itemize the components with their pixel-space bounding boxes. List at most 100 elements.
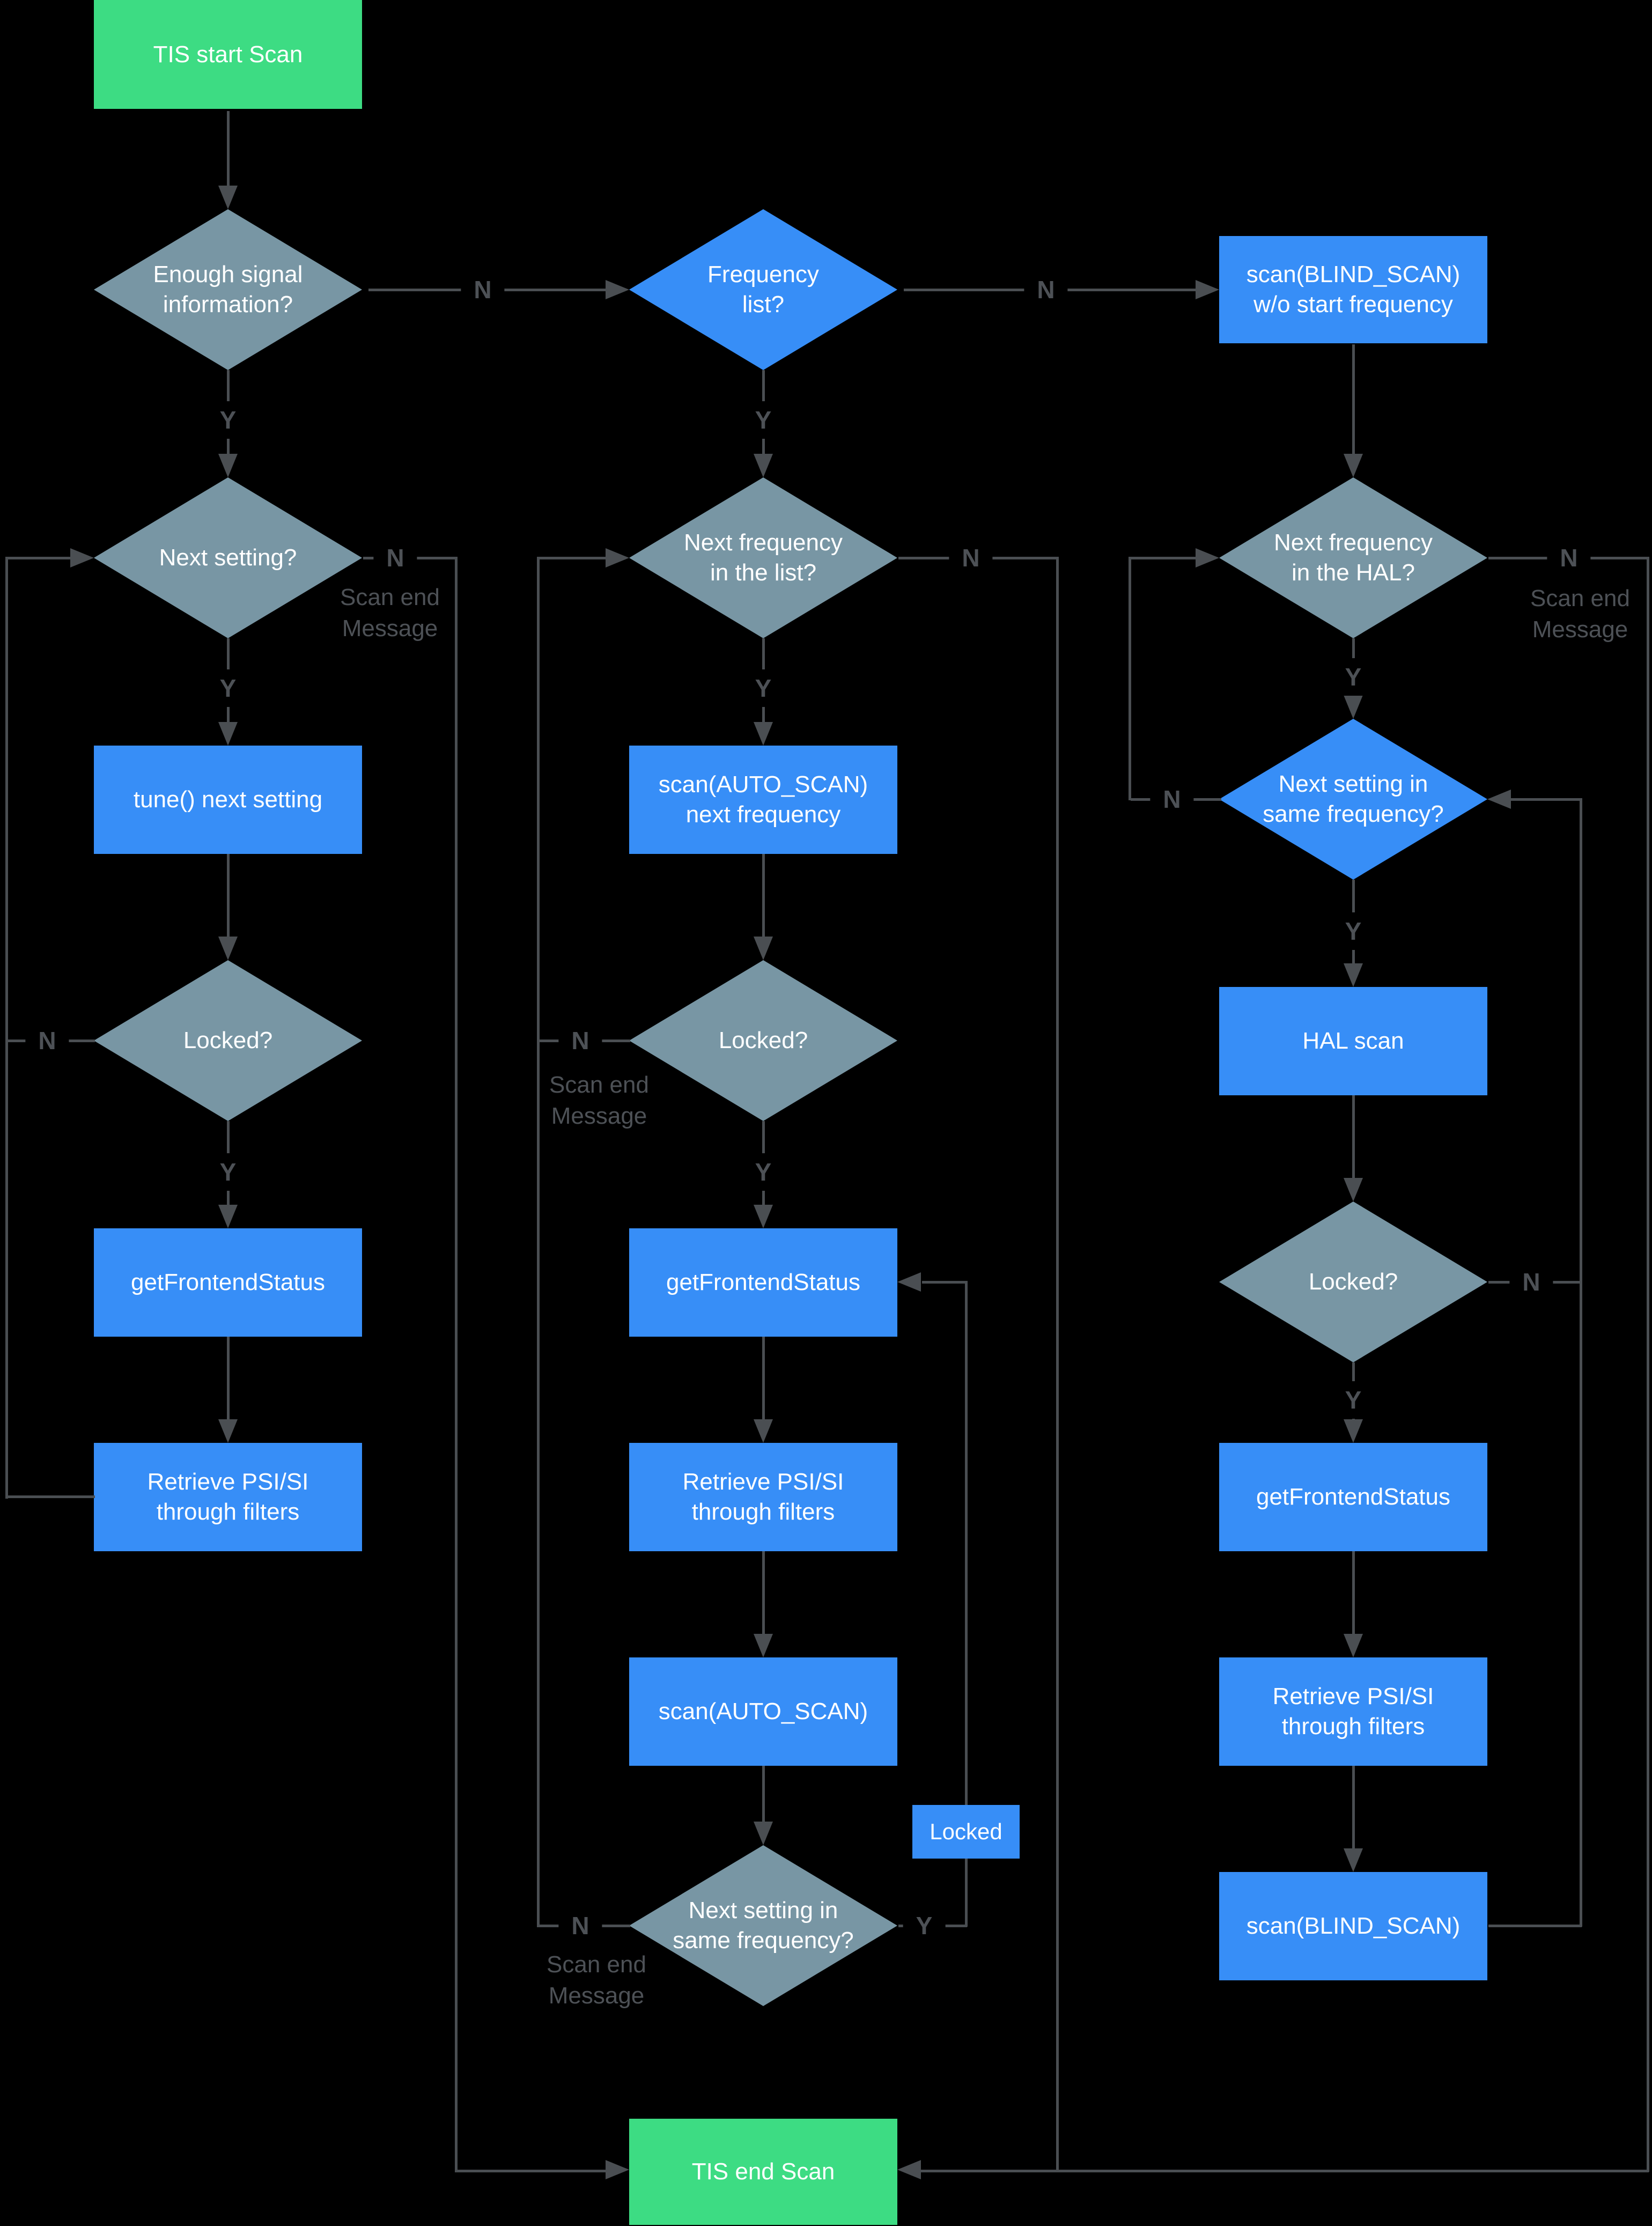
branch-label-yes: Y: [206, 669, 249, 707]
arrowhead-down-icon: [218, 937, 238, 960]
arrowhead-left-icon: [1487, 790, 1511, 809]
scan-end-message-note: Scan end Message: [1530, 585, 1630, 643]
arrowhead-right-icon: [70, 548, 94, 567]
node-auto-scan: scan(AUTO_SCAN): [629, 1657, 897, 1766]
node-label: TIS start Scan: [153, 41, 303, 68]
node-label: getFrontendStatus: [1256, 1484, 1450, 1510]
connector-line: [1352, 1766, 1355, 1849]
node-tis-start: TIS start Scan: [94, 0, 362, 109]
connector-line: [762, 854, 765, 938]
node-next-freq-hal: Next frequency in the HAL?: [1219, 477, 1487, 638]
connector-line: [1056, 557, 1059, 2172]
connector-line: [1352, 1095, 1355, 1179]
branch-label-yes: Y: [742, 401, 785, 439]
node-label: getFrontendStatus: [666, 1269, 860, 1296]
connector-line: [227, 1337, 230, 1420]
node-label: scan(AUTO_SCAN) next frequency: [658, 771, 868, 828]
arrowhead-down-icon: [754, 937, 773, 960]
node-label: getFrontendStatus: [130, 1269, 325, 1296]
arrowhead-left-icon: [897, 1272, 921, 1292]
connector-line: [1511, 798, 1582, 801]
branch-label-yes: Y: [742, 669, 785, 707]
node-label: Next setting?: [159, 544, 297, 571]
arrowhead-down-icon: [218, 1419, 238, 1443]
arrowhead-right-icon: [606, 548, 629, 567]
branch-label-no: N: [461, 271, 505, 308]
connector-line: [5, 557, 70, 559]
arrowhead-down-icon: [754, 454, 773, 477]
locked-tag: Locked: [912, 1805, 1020, 1859]
node-blind-scan-wo-freq: scan(BLIND_SCAN) w/o start frequency: [1219, 236, 1487, 343]
branch-label-no: N: [1150, 780, 1194, 818]
connector-line: [455, 2170, 606, 2172]
arrowhead-down-icon: [218, 722, 238, 746]
node-get-frontend-status-left: getFrontendStatus: [94, 1228, 362, 1337]
scan-end-message-note: Scan end Message: [547, 1951, 646, 2009]
node-label: Locked?: [718, 1027, 808, 1054]
node-frequency-list: Frequency list?: [629, 209, 897, 370]
arrowhead-down-icon: [1344, 1634, 1363, 1657]
node-label: Locked?: [1308, 1269, 1398, 1295]
arrowhead-down-icon: [1344, 454, 1363, 477]
connector-line: [921, 2170, 1649, 2172]
arrowhead-right-icon: [1196, 548, 1219, 567]
branch-label-no: N: [1024, 271, 1068, 308]
branch-label-yes: Y: [206, 401, 249, 439]
node-tune-next-setting: tune() next setting: [94, 746, 362, 854]
connector-line: [762, 1766, 765, 1823]
arrowhead-down-icon: [218, 454, 238, 477]
connector-line: [1129, 557, 1131, 800]
arrowhead-down-icon: [1344, 1848, 1363, 1872]
branch-label-no: N: [25, 1022, 69, 1059]
arrowhead-left-icon: [897, 2160, 921, 2179]
connector-line: [1488, 1925, 1582, 1927]
branch-label-no: N: [373, 539, 417, 577]
connector-line: [455, 557, 458, 2172]
node-label: Retrieve PSI/SI through filters: [147, 1469, 309, 1525]
arrowhead-down-icon: [218, 1205, 238, 1228]
node-label: scan(BLIND_SCAN): [1246, 1913, 1461, 1940]
connector-line: [227, 854, 230, 938]
node-label: tune() next setting: [133, 786, 323, 813]
connector-line: [227, 111, 230, 187]
node-label: Next frequency in the HAL?: [1274, 529, 1433, 586]
node-label: Next frequency in the list?: [684, 529, 843, 586]
arrowhead-down-icon: [218, 186, 238, 209]
branch-label-yes: Y: [903, 1907, 946, 1944]
node-label: HAL scan: [1302, 1028, 1404, 1055]
node-label: Next setting in same frequency?: [673, 1897, 854, 1954]
branch-label-no: N: [1547, 539, 1591, 577]
arrowhead-down-icon: [1344, 963, 1363, 987]
scan-end-message-note: Scan end Message: [549, 1071, 649, 1129]
arrowhead-down-icon: [1344, 1178, 1363, 1202]
node-label: TIS end Scan: [691, 2158, 835, 2185]
node-label: Enough signal information?: [153, 261, 303, 318]
branch-label-no: N: [558, 1907, 602, 1944]
node-retrieve-psi-right: Retrieve PSI/SI through filters: [1219, 1657, 1487, 1766]
node-label: Next setting in same frequency?: [1263, 771, 1444, 827]
node-next-setting-same-freq-hal: Next setting in same frequency?: [1219, 719, 1487, 880]
arrowhead-down-icon: [754, 722, 773, 746]
node-locked-right: Locked?: [1219, 1202, 1487, 1362]
node-retrieve-psi-left: Retrieve PSI/SI through filters: [94, 1443, 362, 1551]
node-label: scan(AUTO_SCAN): [658, 1698, 868, 1725]
node-locked-left: Locked?: [94, 960, 362, 1121]
node-auto-scan-next-freq: scan(AUTO_SCAN) next frequency: [629, 746, 897, 854]
branch-label-no: N: [1509, 1263, 1553, 1301]
node-get-frontend-status-right: getFrontendStatus: [1219, 1443, 1487, 1551]
scan-end-message-note: Scan end Message: [340, 584, 440, 642]
arrowhead-right-icon: [606, 2160, 629, 2179]
branch-label-yes: Y: [1332, 912, 1375, 950]
connector-line: [537, 557, 540, 1927]
connector-line: [965, 1281, 968, 1927]
connector-line: [1129, 557, 1196, 559]
node-label: Locked?: [183, 1027, 273, 1054]
node-get-frontend-status-mid: getFrontendStatus: [629, 1228, 897, 1337]
arrowhead-down-icon: [1344, 1419, 1363, 1443]
arrowhead-down-icon: [754, 1822, 773, 1845]
branch-label-yes: Y: [1332, 658, 1375, 696]
branch-label-yes: Y: [742, 1153, 785, 1191]
locked-tag-label: Locked: [930, 1819, 1002, 1844]
node-blind-scan: scan(BLIND_SCAN): [1219, 1872, 1487, 1980]
node-label: Frequency list?: [707, 261, 819, 318]
